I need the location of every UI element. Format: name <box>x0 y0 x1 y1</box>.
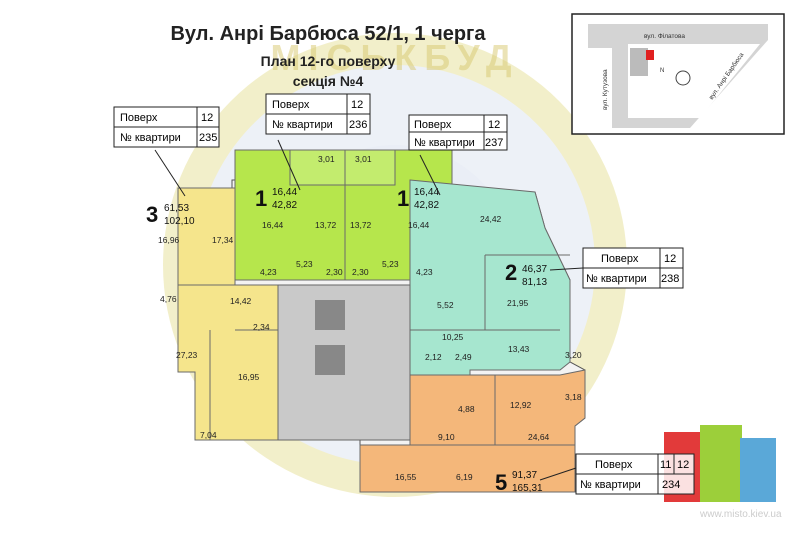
callout-apartment-label: № квартири <box>120 132 181 144</box>
callout-237: Поверх № квартири 12 237 <box>408 114 508 196</box>
callout-apartment-label: № квартири <box>580 479 641 491</box>
apartment-living-area: 16,44 <box>414 187 439 198</box>
room-area: 4,23 <box>416 267 433 277</box>
room-area: 2,34 <box>253 322 270 332</box>
apartment-rooms: 5 <box>495 470 507 495</box>
callout-floor-value: 12 <box>664 253 676 265</box>
room-area: 7,04 <box>200 430 217 440</box>
callout-236: Поверх № квартири 12 236 <box>265 93 371 191</box>
callout-235: Поверх № квартири 12 235 <box>113 106 220 197</box>
room-area: 9,10 <box>438 432 455 442</box>
callout-floor-label: Поверх <box>120 112 158 124</box>
room-area: 2,12 <box>425 352 442 362</box>
callout-apartment-label: № квартири <box>414 137 475 149</box>
footer-url: www.misto.kiev.ua <box>699 509 782 520</box>
apartment-total-area: 165,31 <box>512 483 543 494</box>
locator-map: вул. Філатова вул. Кутузова вул. Анрі Ба… <box>571 13 785 135</box>
callout-floor-label: Поверх <box>595 459 633 471</box>
apartment-living-area: 91,37 <box>512 470 537 481</box>
room-area: 4,23 <box>260 267 277 277</box>
room-area: 16,55 <box>395 472 417 482</box>
room-area: 16,96 <box>158 235 180 245</box>
callout-apartment-value: 235 <box>199 132 217 144</box>
room-area: 17,34 <box>212 235 234 245</box>
room-area: 13,72 <box>350 220 372 230</box>
room-area: 16,95 <box>238 372 260 382</box>
callout-floor-value: 12 <box>351 99 363 111</box>
apartment-living-area: 61,53 <box>164 203 189 214</box>
apartment-living-area: 16,44 <box>272 187 297 198</box>
callout-floor-value: 12 <box>488 119 500 131</box>
apartment-5-area <box>359 369 586 493</box>
callout-floor-value-2: 12 <box>677 459 689 471</box>
apartment-rooms: 3 <box>146 202 158 227</box>
room-area: 3,20 <box>565 350 582 360</box>
callout-floor-label: Поверх <box>414 119 452 131</box>
room-area: 2,30 <box>326 267 343 277</box>
map-street-kutuzova: вул. Кутузова <box>602 69 609 110</box>
apartment-total-area: 81,13 <box>522 277 547 288</box>
callout-238: Поверх № квартири 12 238 <box>549 247 684 289</box>
room-area: 10,25 <box>442 332 464 342</box>
room-area: 13,72 <box>315 220 337 230</box>
apartment-living-area: 46,37 <box>522 264 547 275</box>
callout-floor-label: Поверх <box>601 253 639 265</box>
room-area: 24,42 <box>480 214 502 224</box>
apartment-rooms: 1 <box>255 186 267 211</box>
callout-apartment-label: № квартири <box>586 273 647 285</box>
room-area: 14,42 <box>230 296 252 306</box>
room-area: 3,01 <box>318 154 335 164</box>
room-area: 27,23 <box>176 350 198 360</box>
room-area: 6,19 <box>456 472 473 482</box>
callout-floor-value: 12 <box>201 112 213 124</box>
room-area: 3,18 <box>565 392 582 402</box>
callout-apartment-value: 234 <box>662 479 680 491</box>
map-north-label: N <box>660 68 664 74</box>
apartment-total-area: 42,82 <box>272 200 297 211</box>
apartment-rooms: 2 <box>505 260 517 285</box>
map-street-filatova: вул. Філатова <box>644 32 685 40</box>
room-area: 5,23 <box>382 259 399 269</box>
apartment-total-area: 102,10 <box>164 216 195 227</box>
room-area: 12,92 <box>510 400 532 410</box>
room-area: 4,88 <box>458 404 475 414</box>
apartment-labels: 3 61,53 102,10 1 16,44 42,82 1 16,44 42,… <box>146 186 547 495</box>
room-area: 4,76 <box>160 294 177 304</box>
callout-apartment-value: 236 <box>349 119 367 131</box>
room-area: 2,49 <box>455 352 472 362</box>
room-area: 5,23 <box>296 259 313 269</box>
room-area: 5,52 <box>437 300 454 310</box>
apartment-total-area: 42,82 <box>414 200 439 211</box>
callout-apartment-label: № квартири <box>272 119 333 131</box>
room-area: 16,44 <box>408 220 430 230</box>
room-area: 2,30 <box>352 267 369 277</box>
watermark-text: МІСЬКБУД <box>270 37 519 78</box>
room-area: 24,64 <box>528 432 550 442</box>
room-area: 13,43 <box>508 344 530 354</box>
callout-234: Поверх № квартири 11 12 234 <box>539 453 695 495</box>
room-area: 3,01 <box>355 154 372 164</box>
callout-apartment-value: 237 <box>485 137 503 149</box>
building-plan <box>177 149 586 493</box>
plan-section: секція №4 <box>293 73 364 89</box>
room-area: 21,95 <box>507 298 529 308</box>
room-area: 16,44 <box>262 220 284 230</box>
room-area-labels: 16,96 17,34 4,76 14,42 2,34 27,23 16,95 … <box>158 154 582 482</box>
callout-floor-label: Поверх <box>272 99 310 111</box>
callout-floor-value: 11 <box>660 459 671 471</box>
plan-title: Вул. Анрі Барбюса 52/1, 1 черга <box>170 23 486 45</box>
plan-subtitle: План 12-го поверху <box>261 53 396 69</box>
callout-apartment-value: 238 <box>661 273 679 285</box>
apartment-rooms: 1 <box>397 186 409 211</box>
